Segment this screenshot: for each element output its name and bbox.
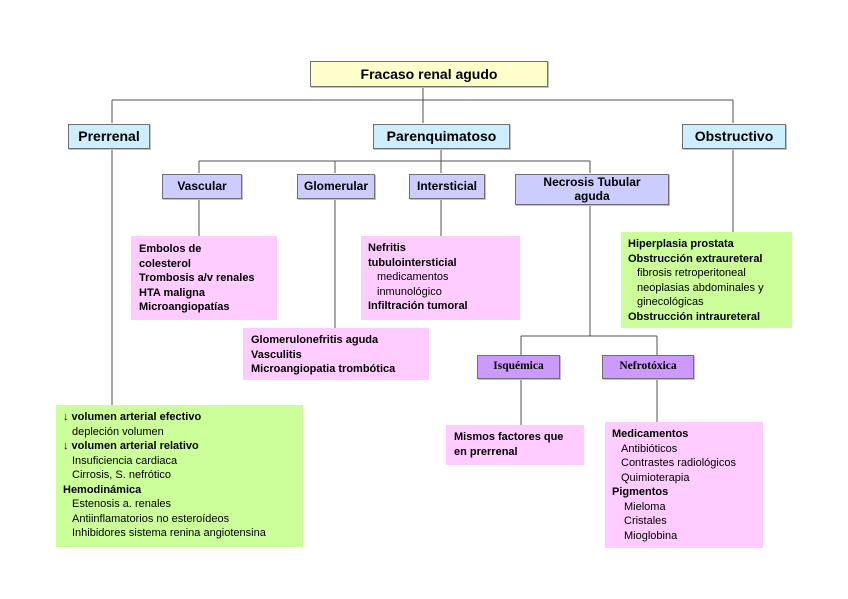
node-label: Nefrotóxica: [619, 360, 677, 373]
node-isquemica[interactable]: Isquémica: [477, 355, 560, 379]
detail-box-prerrenal: ↓ volumen arterial efectivo depleción vol…: [56, 405, 303, 547]
node-prerrenal[interactable]: Prerrenal: [68, 124, 150, 149]
detail-item: en prerrenal: [454, 445, 518, 458]
node-parenquimatoso[interactable]: Parenquimatoso: [373, 124, 510, 149]
node-intersticial[interactable]: Intersticial: [409, 174, 485, 199]
detail-item: colesterol: [139, 257, 191, 270]
node-label: Necrosis Tubular aguda: [543, 174, 641, 203]
detail-item: Mismos factores que: [454, 431, 564, 443]
detail-item: Trombosis a/v renales: [139, 272, 255, 284]
detail-item: Mieloma: [624, 500, 666, 513]
detail-item: Mioglobina: [624, 529, 678, 542]
detail-item: Obstrucción intraureteral: [628, 310, 761, 323]
detail-item: Antiinflamatorios no esteroídeos: [72, 512, 230, 525]
detail-item: Microangiopatia trombótica: [251, 363, 396, 375]
node-label: Vascular: [177, 178, 227, 193]
detail-item: HTA maligna: [139, 286, 206, 299]
detail-item: Embolos de: [139, 243, 202, 255]
node-nefrotoxica[interactable]: Nefrotóxica: [602, 355, 694, 379]
detail-item: Vasculitis: [251, 348, 302, 361]
detail-item: Contrastes radiológicos: [621, 457, 736, 469]
node-label: Parenquimatoso: [386, 128, 497, 145]
node-glomerular[interactable]: Glomerular: [297, 174, 375, 199]
detail-item: neoplasias abdominales y: [637, 281, 764, 294]
node-label: Glomerular: [303, 178, 369, 193]
node-label: Isquémica: [493, 360, 544, 373]
detail-item: Microangiopatías: [139, 301, 230, 313]
detail-item: Obstrucción extraureteral: [628, 252, 763, 265]
detail-item: Pigmentos: [612, 486, 669, 498]
root-node[interactable]: Fracaso renal agudo: [310, 61, 548, 87]
detail-box-intersticial: Nefritis tubulointersticial medicamentos in…: [361, 236, 520, 320]
node-vascular[interactable]: Vascular: [162, 174, 242, 199]
detail-item: Estenosis a. renales: [72, 498, 172, 510]
detail-item: fibrosis retroperitoneal: [637, 267, 746, 279]
node-necrosis-tubular-aguda[interactable]: Necrosis Tubular aguda: [515, 174, 669, 205]
detail-item: ↓ volumen arterial relativo: [63, 440, 199, 452]
detail-item: ↓ volumen arterial efectivo: [63, 411, 202, 423]
detail-item: Glomerulonefritis aguda: [251, 334, 379, 346]
detail-item: Antibióticos: [621, 442, 678, 455]
node-label: Intersticial: [416, 178, 478, 193]
detail-item: inmunológico: [377, 285, 442, 298]
detail-item: Hiperplasia prostata: [628, 238, 734, 250]
detail-item: medicamentos: [377, 271, 449, 283]
node-label: Obstructivo: [694, 128, 774, 145]
root-label: Fracaso renal agudo: [360, 65, 498, 82]
detail-item: tubulointersticial: [368, 256, 457, 269]
detail-item: depleción volumen: [72, 425, 164, 438]
detail-item: Medicamentos: [612, 428, 689, 440]
detail-item: Quimioterapia: [621, 471, 690, 484]
detail-box-isquemica: Mismos factores que en prerrenal: [446, 425, 584, 465]
detail-item: Cristales: [624, 515, 667, 527]
detail-item: Nefritis: [368, 242, 406, 254]
detail-item: Cirrosis, S. nefrótico: [72, 469, 172, 481]
detail-item: Infiltración tumoral: [368, 300, 468, 312]
detail-item: ginecológicas: [637, 296, 704, 308]
detail-item: Insuficiencia cardiaca: [72, 454, 178, 467]
node-label: Prerrenal: [78, 128, 140, 145]
detail-item: Hemodinámica: [63, 483, 142, 496]
detail-item: Inhibidores sistema renina angiotensina: [72, 527, 266, 539]
node-obstructivo[interactable]: Obstructivo: [682, 124, 786, 149]
